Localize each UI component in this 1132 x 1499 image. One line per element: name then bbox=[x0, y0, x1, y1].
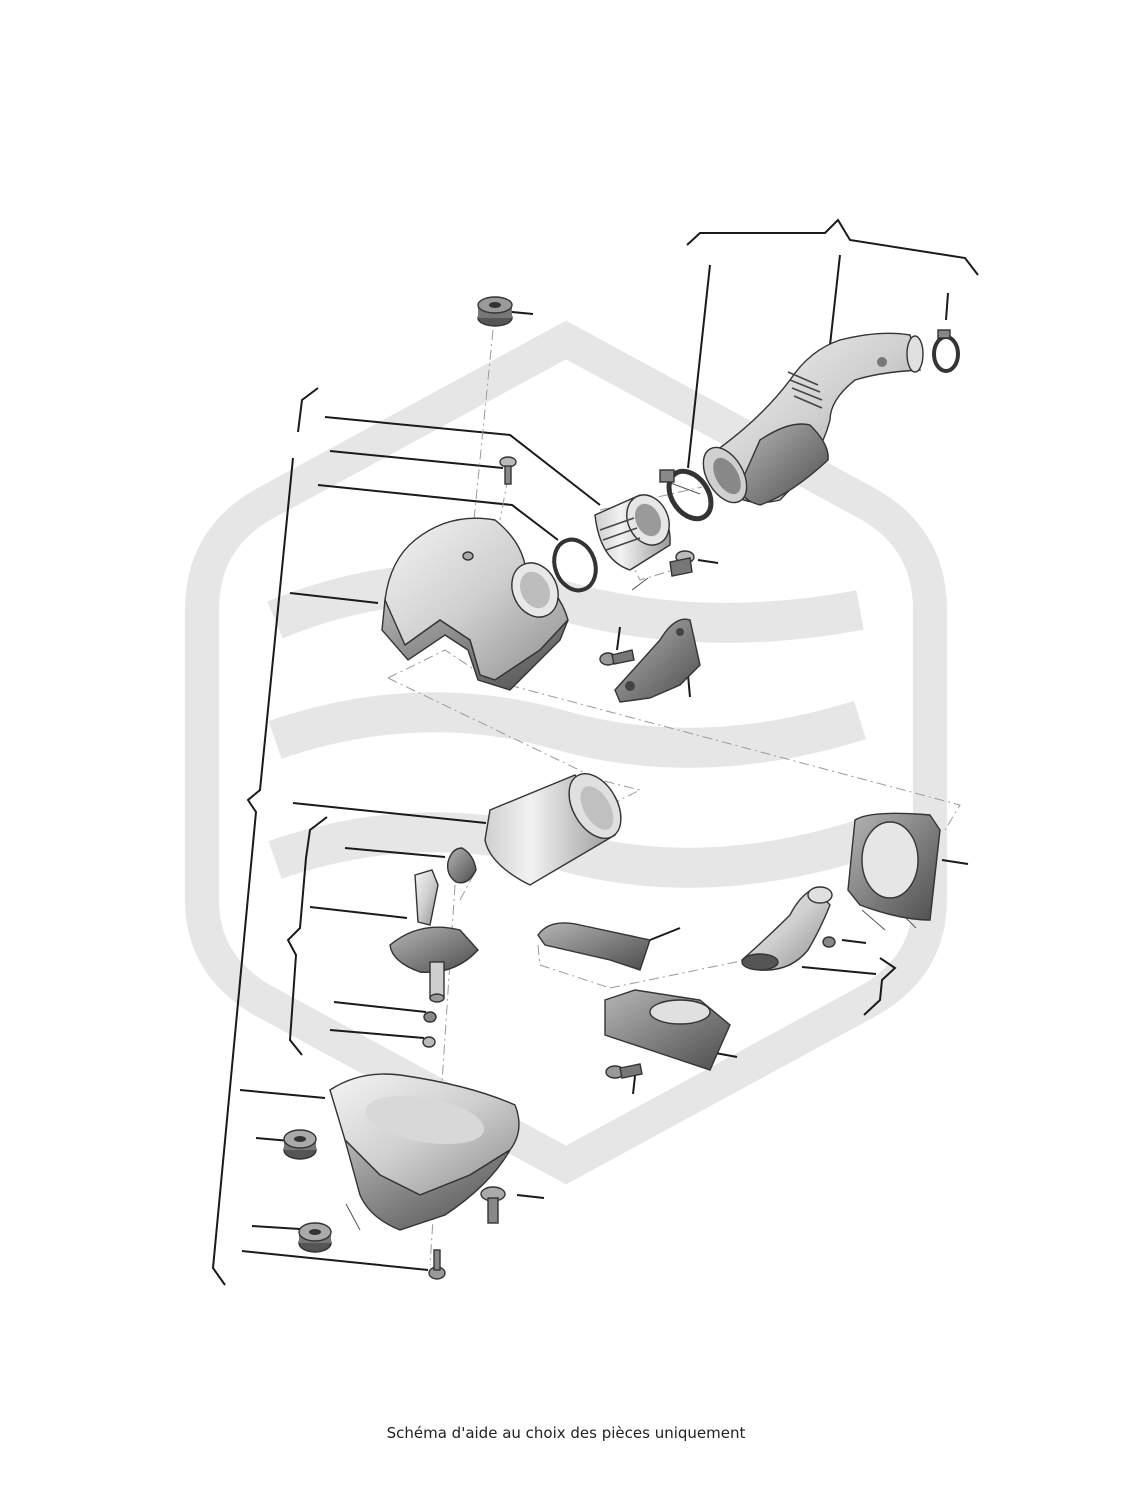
air-duct-tray bbox=[604, 989, 731, 1071]
hose-clamp-left bbox=[659, 468, 714, 522]
o-ring-seal bbox=[552, 537, 598, 593]
flexible-air-duct bbox=[740, 886, 833, 971]
rubber-grommet-bottom bbox=[298, 1222, 332, 1253]
diagram-caption: Schéma d'aide au choix des pièces unique… bbox=[386, 1424, 746, 1442]
intake-adapter-fitting bbox=[594, 494, 671, 571]
screw-tray bbox=[605, 1063, 643, 1079]
air-filter-housing-cover bbox=[381, 517, 569, 691]
rubber-grommet-left bbox=[283, 1129, 317, 1160]
hose-clamp-right bbox=[932, 329, 960, 373]
small-nut bbox=[423, 1011, 437, 1023]
air-filter-housing-lower bbox=[329, 1073, 520, 1231]
rubber-cone-stop bbox=[446, 847, 477, 884]
screw-upper-cover bbox=[499, 456, 517, 485]
small-washer bbox=[422, 1036, 436, 1048]
push-pin-fastener bbox=[480, 1186, 506, 1224]
mounting-bracket bbox=[614, 618, 701, 703]
rubber-grommet-top bbox=[477, 296, 513, 327]
air-filter-element bbox=[484, 773, 622, 886]
leader-lines bbox=[211, 218, 979, 1286]
drain-valve-assembly bbox=[389, 869, 479, 1003]
brand-logo-watermark bbox=[185, 320, 947, 1185]
screw-lower-housing bbox=[428, 1249, 446, 1280]
screw-duct bbox=[822, 936, 836, 948]
screw-adapter bbox=[669, 550, 695, 577]
air-inlet-frame bbox=[847, 812, 941, 921]
air-guide-plate bbox=[537, 922, 651, 971]
screw-bracket bbox=[599, 649, 635, 666]
intake-duct-hose bbox=[702, 332, 924, 506]
